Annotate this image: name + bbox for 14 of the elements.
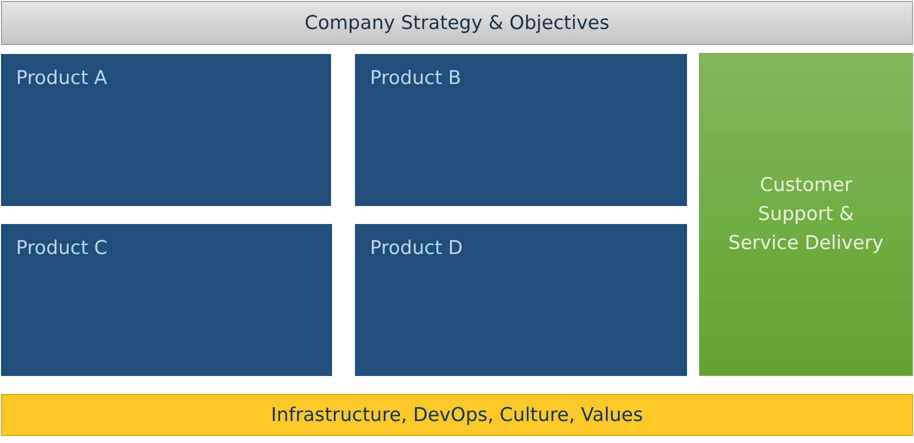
strategy-band	[1, 1, 913, 45]
label-text: Product A	[16, 66, 108, 91]
foundation-band	[1, 394, 913, 436]
support-panel	[699, 53, 913, 376]
product-box	[355, 224, 687, 376]
label-text: Product B	[370, 66, 462, 91]
label-text: Infrastructure, DevOps, Culture, Values	[271, 402, 643, 428]
label-text: Company Strategy & Objectives	[304, 10, 610, 36]
product-box	[1, 224, 332, 376]
product-box	[355, 54, 687, 206]
label-text: Customer Support & Service Delivery	[727, 173, 885, 256]
product-box	[1, 54, 331, 206]
label-text: Product C	[16, 236, 108, 261]
label-text: Product D	[370, 236, 463, 261]
